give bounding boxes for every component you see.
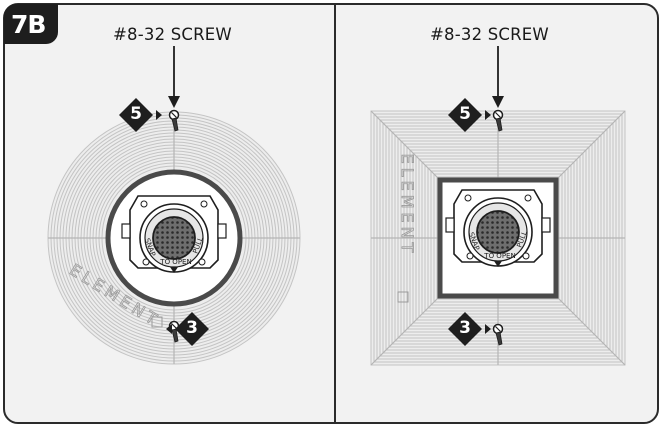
figure-badge: 7B xyxy=(4,4,58,44)
screw-label-right: #8-32 SCREW xyxy=(430,25,549,44)
speaker-unit-right xyxy=(445,189,551,267)
ring-text-open-left: TO OPEN xyxy=(159,258,191,266)
logo-square-right xyxy=(397,291,409,303)
screw-top-right xyxy=(492,109,504,132)
screw-bottom-right xyxy=(492,323,504,346)
figure-id: 7B xyxy=(11,10,46,39)
diamond-5-right xyxy=(448,98,491,132)
step-3-right: 3 xyxy=(459,318,471,338)
diamond-3-left xyxy=(166,312,209,346)
diamond-3-right xyxy=(448,312,491,346)
brand-text-right: ELEMENT xyxy=(398,154,417,257)
diamond-5-left xyxy=(119,98,162,132)
step-3-left: 3 xyxy=(186,318,198,338)
arrow-left xyxy=(168,46,180,108)
logo-square-left xyxy=(151,316,163,328)
step-5-left: 5 xyxy=(130,104,142,124)
speaker-unit-left xyxy=(121,195,227,273)
screw-top-left xyxy=(168,109,180,132)
ring-text-open-right: TO OPEN xyxy=(483,252,515,260)
step-5-right: 5 xyxy=(459,104,471,124)
screw-label-left: #8-32 SCREW xyxy=(113,25,232,44)
arrow-right xyxy=(492,46,504,108)
